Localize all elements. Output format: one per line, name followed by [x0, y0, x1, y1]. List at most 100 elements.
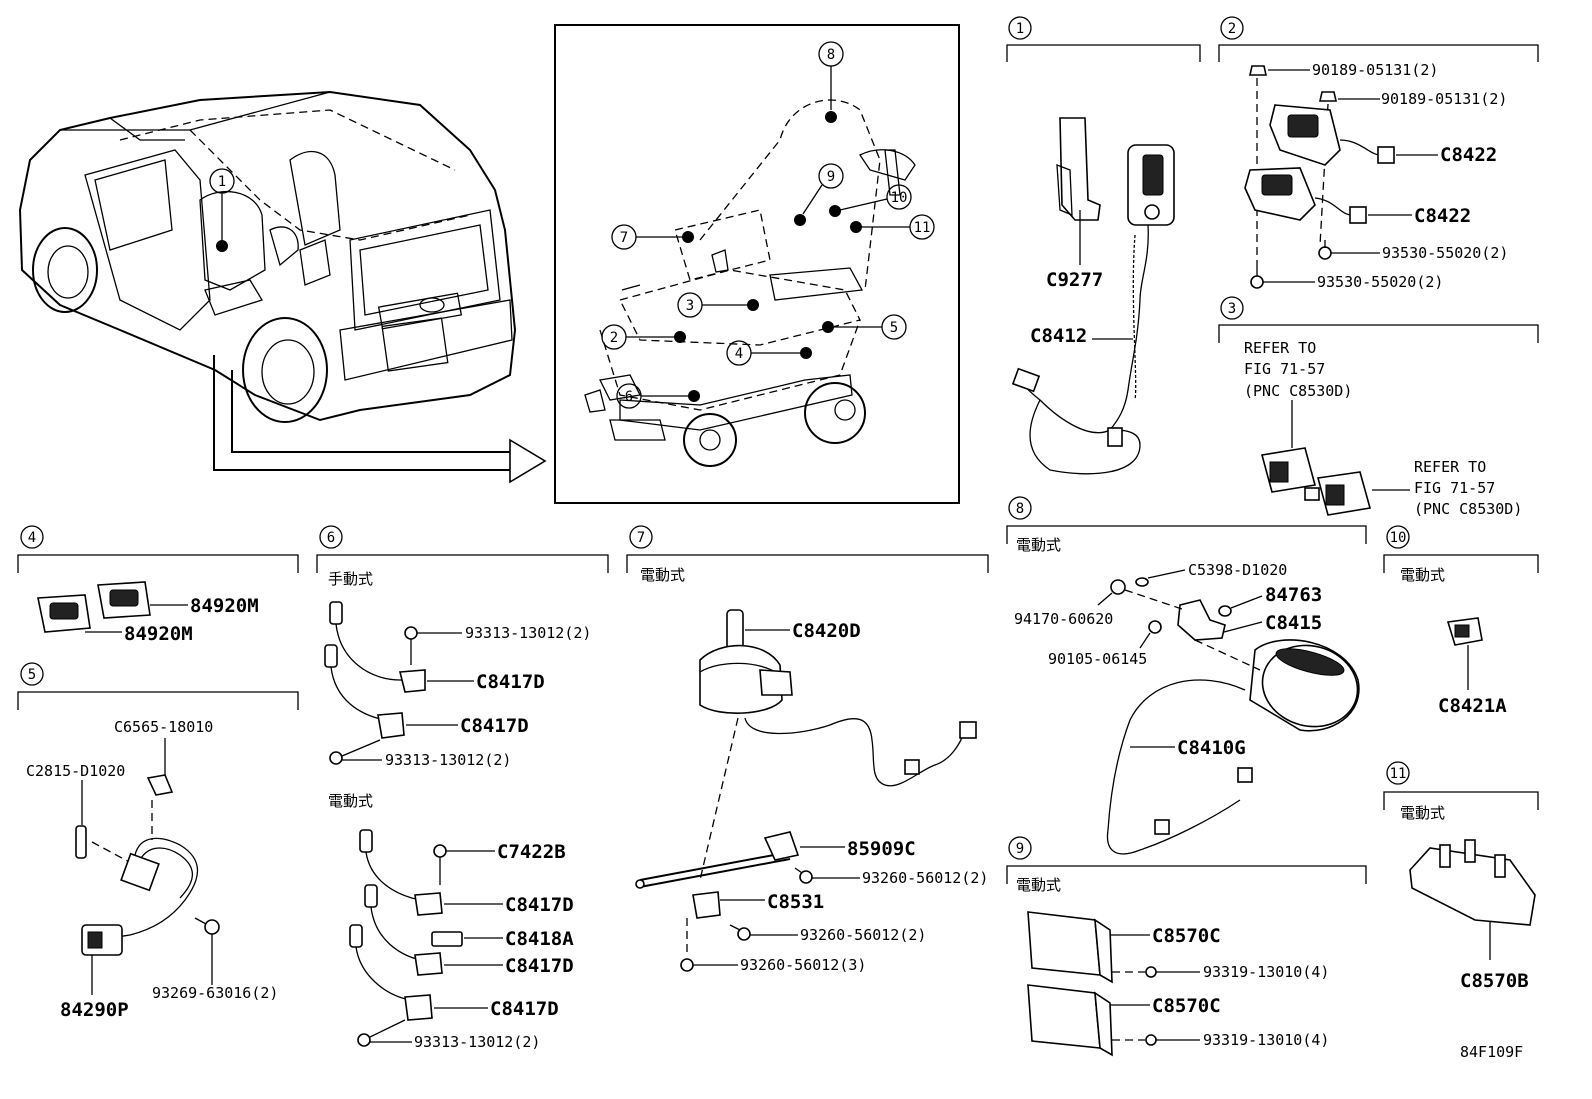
- part-C6565-18010: C6565-18010: [114, 718, 213, 736]
- part-94170-60620: 94170-60620: [1014, 610, 1113, 628]
- svg-text:10: 10: [891, 190, 908, 206]
- svg-text:1: 1: [218, 174, 226, 190]
- seat-callout-3: 3: [677, 292, 759, 318]
- part-C8420D: C8420D: [792, 620, 861, 642]
- svg-text:3: 3: [686, 298, 694, 314]
- svg-text:6: 6: [327, 530, 335, 546]
- svg-text:FIG 71-57: FIG 71-57: [1244, 360, 1325, 378]
- part-90105-06145: 90105-06145: [1048, 650, 1147, 668]
- section-1: 1 C9277 C8412: [1006, 16, 1201, 475]
- part-C8422-b: C8422: [1414, 205, 1471, 227]
- label-electric: 電動式: [1400, 566, 1445, 584]
- svg-text:11: 11: [914, 220, 931, 236]
- svg-text:2: 2: [610, 330, 618, 346]
- part-C8412: C8412: [1030, 325, 1087, 347]
- seat-callout-5: 5: [822, 314, 907, 340]
- part-93313-13012-a: 93313-13012(2): [465, 624, 591, 642]
- part-C8415: C8415: [1265, 612, 1322, 634]
- part-93319-13010-b: 93319-13010(4): [1203, 1031, 1329, 1049]
- part-C8417D-e: C8417D: [490, 998, 559, 1020]
- label-electric: 電動式: [328, 792, 373, 810]
- part-84920M-b: 84920M: [124, 623, 193, 645]
- section-10: 10 電動式 C8421A: [1383, 525, 1539, 717]
- section-11: 11 電動式 C8570B: [1383, 761, 1539, 992]
- part-C8570C-a: C8570C: [1152, 925, 1221, 947]
- seat-callout-10: 10: [829, 184, 912, 217]
- label-manual: 手動式: [328, 570, 373, 588]
- label-electric: 電動式: [1016, 536, 1061, 554]
- svg-text:7: 7: [637, 530, 645, 546]
- figure-code: 84F109F: [1460, 1043, 1523, 1061]
- seat-callout-11: 11: [850, 214, 935, 240]
- section-8: 8 電動式 C5398-D1020 84763 94170-60620 C841…: [1006, 496, 1367, 855]
- section-2: 2 90189-05131(2) 90189-05131(2) C8422 C8…: [1218, 16, 1539, 291]
- svg-text:9: 9: [827, 169, 835, 185]
- part-C2815-D1020: C2815-D1020: [26, 762, 125, 780]
- svg-text:3: 3: [1228, 301, 1236, 317]
- part-C8418A: C8418A: [505, 928, 574, 950]
- part-93530-55020-a: 93530-55020(2): [1382, 244, 1508, 262]
- svg-text:10: 10: [1390, 530, 1407, 546]
- part-C8421A: C8421A: [1438, 695, 1507, 717]
- svg-text:4: 4: [28, 530, 36, 546]
- label-electric: 電動式: [1400, 804, 1445, 822]
- part-84763: 84763: [1265, 584, 1322, 606]
- part-90189-05131-a: 90189-05131(2): [1312, 61, 1438, 79]
- part-C8570B: C8570B: [1460, 970, 1529, 992]
- section-4: 4 84920M 84920M: [17, 525, 299, 645]
- part-93260-56012-a: 93260-56012(2): [862, 869, 988, 887]
- part-93260-56012-b: 93260-56012(2): [800, 926, 926, 944]
- svg-text:9: 9: [1016, 841, 1024, 857]
- vehicle-illustration: 1: [18, 90, 547, 484]
- svg-text:(PNC C8530D): (PNC C8530D): [1244, 382, 1352, 400]
- part-C8417D-b: C8417D: [460, 715, 529, 737]
- svg-text:5: 5: [28, 667, 36, 683]
- part-84290P: 84290P: [60, 999, 129, 1021]
- part-93313-13012-c: 93313-13012(2): [414, 1033, 540, 1051]
- svg-text:4: 4: [735, 346, 743, 362]
- label-electric: 電動式: [640, 566, 685, 584]
- section-3: 3 REFER TO FIG 71-57 (PNC C8530D) REFER …: [1218, 296, 1539, 518]
- part-C7422B: C7422B: [497, 841, 566, 863]
- svg-text:REFER TO: REFER TO: [1244, 339, 1316, 357]
- svg-text:7: 7: [620, 230, 628, 246]
- section-6: 6 手動式 93313-13012(2) C8417D C8417D 93313…: [316, 525, 609, 1051]
- svg-text:1: 1: [1016, 21, 1024, 37]
- part-C9277: C9277: [1046, 269, 1103, 291]
- svg-text:8: 8: [827, 47, 835, 63]
- seat-inset: 8 9 10 11 7 3: [554, 24, 960, 504]
- svg-text:11: 11: [1390, 766, 1407, 782]
- svg-text:8: 8: [1016, 501, 1024, 517]
- part-93319-13010-a: 93319-13010(4): [1203, 963, 1329, 981]
- svg-text:6: 6: [625, 389, 633, 405]
- part-C8417D-d: C8417D: [505, 955, 574, 977]
- part-C5398-D1020: C5398-D1020: [1188, 561, 1287, 579]
- part-93530-55020-b: 93530-55020(2): [1317, 273, 1443, 291]
- part-C8417D-c: C8417D: [505, 894, 574, 916]
- part-85909C: 85909C: [847, 838, 916, 860]
- svg-text:(PNC C8530D): (PNC C8530D): [1414, 500, 1522, 518]
- svg-text:REFER TO: REFER TO: [1414, 458, 1486, 476]
- svg-text:5: 5: [890, 320, 898, 336]
- svg-text:FIG 71-57: FIG 71-57: [1414, 479, 1495, 497]
- part-C8410G: C8410G: [1177, 737, 1246, 759]
- svg-text:2: 2: [1228, 21, 1236, 37]
- part-C8531: C8531: [767, 891, 824, 913]
- part-93313-13012-b: 93313-13012(2): [385, 751, 511, 769]
- part-93260-56012-c: 93260-56012(3): [740, 956, 866, 974]
- section-9: 9 電動式 C8570C 93319-13010(4) C8570C 93319…: [1006, 836, 1367, 1057]
- part-84920M-a: 84920M: [190, 595, 259, 617]
- seat-callout-9: 9: [794, 163, 844, 226]
- seat-callout-7: 7: [611, 224, 694, 250]
- seat-callout-2: 2: [601, 324, 686, 350]
- seat-callout-6: 6: [616, 383, 700, 409]
- part-C8570C-b: C8570C: [1152, 995, 1221, 1017]
- part-90189-05131-b: 90189-05131(2): [1381, 90, 1507, 108]
- label-electric: 電動式: [1016, 876, 1061, 894]
- part-C8422-a: C8422: [1440, 144, 1497, 166]
- part-93269-63016: 93269-63016(2): [152, 984, 278, 1002]
- seat-callout-4: 4: [726, 340, 812, 366]
- part-C8417D-a: C8417D: [476, 671, 545, 693]
- section-7: 7 電動式 C8420D 85909C 93260-56012(2) C8531…: [626, 525, 989, 974]
